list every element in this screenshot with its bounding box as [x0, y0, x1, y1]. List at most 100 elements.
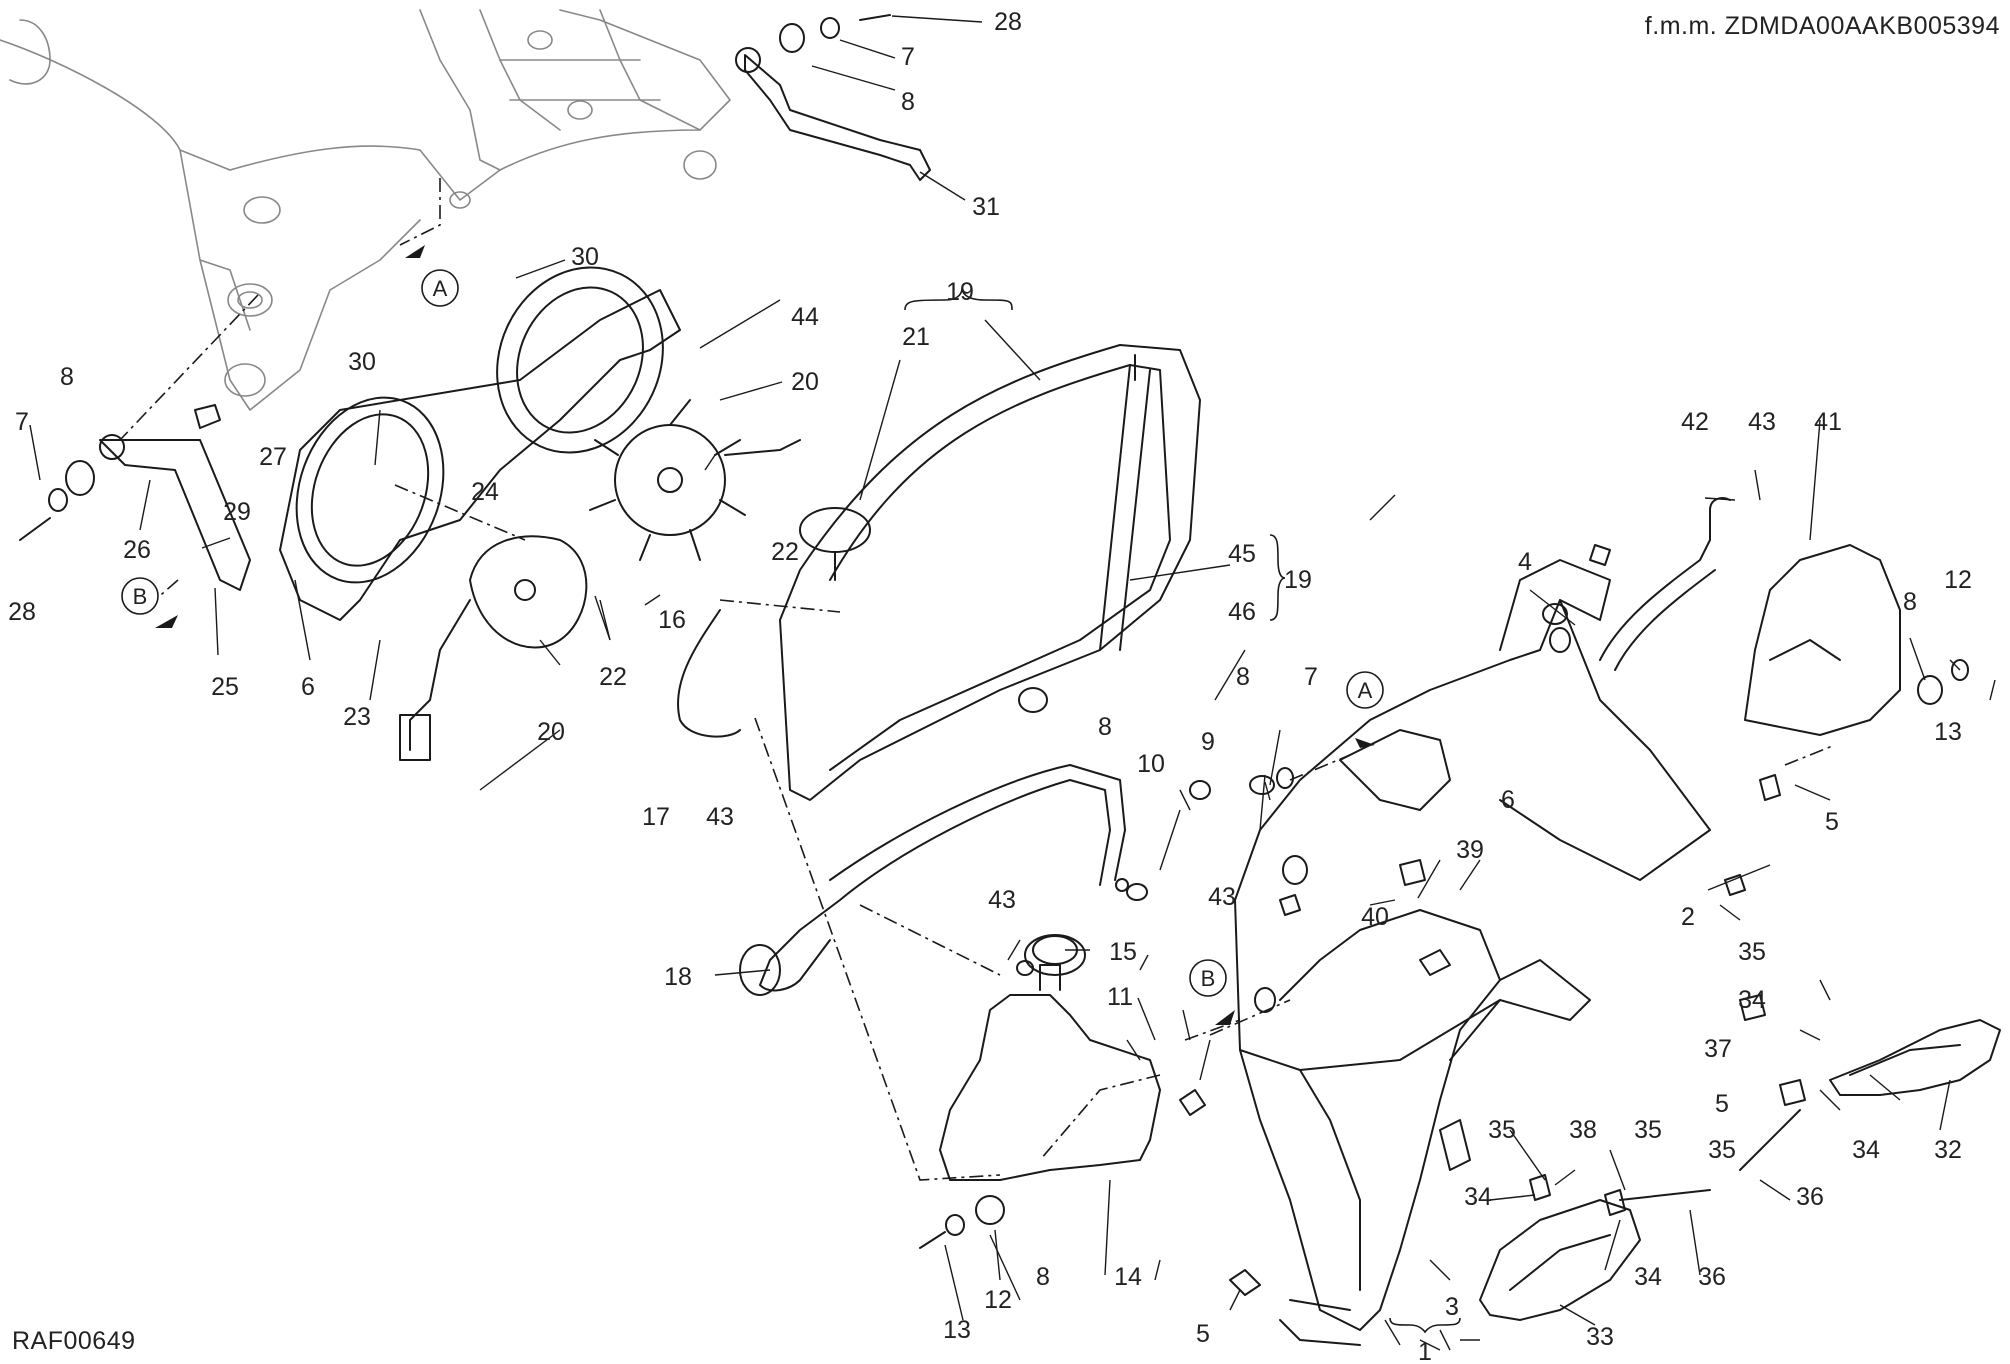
part-label: 40: [1361, 903, 1389, 931]
part-label: 6: [1501, 786, 1515, 814]
part-label: 32: [1934, 1136, 1962, 1164]
part-label: 7: [901, 43, 915, 71]
part-label: 28: [994, 8, 1022, 36]
part-label: 16: [658, 606, 686, 634]
part-label: 46: [1228, 598, 1256, 626]
part-label: 34: [1464, 1183, 1492, 1211]
reference-marker-circles: [121, 269, 1384, 997]
part-label: 8: [1903, 588, 1917, 616]
part-label: 7: [15, 408, 29, 436]
part-label: 8: [901, 88, 915, 116]
part-label: 18: [664, 963, 692, 991]
part-label: 20: [537, 718, 565, 746]
part-label: 30: [348, 348, 376, 376]
part-label: 43: [706, 803, 734, 831]
small-hardware: [1016, 544, 1806, 1296]
part-label: 19: [1284, 566, 1312, 594]
part-label: 31: [972, 193, 1000, 221]
marker-letter: A: [433, 276, 448, 301]
part-label: 34: [1852, 1136, 1880, 1164]
marker-letter: B: [1201, 966, 1216, 991]
part-label: 8: [1236, 663, 1250, 691]
arrowheads: [155, 245, 1375, 1025]
part-label: 2: [1681, 903, 1695, 931]
part-label: 37: [1704, 1035, 1732, 1063]
assembly-lines: [119, 178, 1836, 1181]
fan-20-lower: [399, 535, 588, 761]
bracket-33: [1479, 1199, 1641, 1321]
drawing-code: RAF00649: [12, 1327, 136, 1355]
part-label: 24: [471, 478, 499, 506]
part-label: 21: [902, 323, 930, 351]
hose-18: [739, 764, 1148, 996]
part-label: 22: [771, 538, 799, 566]
part-label: 1: [1418, 1338, 1432, 1364]
part-label: 26: [123, 536, 151, 564]
side-panel-41: [1599, 497, 1969, 736]
part-label: 35: [1738, 938, 1766, 966]
fan-shroud-left: [279, 266, 681, 621]
part-label: 12: [984, 1286, 1012, 1314]
part-label: 45: [1228, 540, 1256, 568]
part-label: 13: [943, 1316, 971, 1344]
marker-letter: B: [133, 584, 148, 609]
part-label: 29: [223, 498, 251, 526]
part-label: 5: [1715, 1090, 1729, 1118]
part-label: 20: [791, 368, 819, 396]
part-label: 25: [211, 673, 239, 701]
part-label: 5: [1196, 1320, 1210, 1348]
part-label: 43: [988, 886, 1016, 914]
part-label: 8: [1098, 713, 1112, 741]
part-label: 10: [1137, 750, 1165, 778]
part-label: 39: [1456, 836, 1484, 864]
part-label: 3: [1445, 1293, 1459, 1321]
part-label: 42: [1681, 408, 1709, 436]
part-label: 34: [1738, 986, 1766, 1014]
part-label: 35: [1488, 1116, 1516, 1144]
bracket-26: [19, 404, 251, 591]
part-label: 43: [1208, 883, 1236, 911]
part-label: 19: [946, 278, 974, 306]
part-label: 28: [8, 598, 36, 626]
part-label: 34: [1634, 1263, 1662, 1291]
part-label: 38: [1569, 1116, 1597, 1144]
radiator-19: [779, 344, 1201, 801]
part-label: 13: [1934, 718, 1962, 746]
part-label: 23: [343, 703, 371, 731]
part-label: 17: [642, 803, 670, 831]
part-label: 12: [1944, 566, 1972, 594]
part-label: 5: [1825, 808, 1839, 836]
part-label: 8: [1036, 1263, 1050, 1291]
part-label: 35: [1634, 1116, 1662, 1144]
part-label: 7: [1304, 663, 1318, 691]
part-label: 33: [1586, 1323, 1614, 1351]
part-label: 36: [1698, 1263, 1726, 1291]
part-label: 14: [1114, 1263, 1142, 1291]
fan-20-upper: [589, 399, 801, 561]
part-label: 36: [1796, 1183, 1824, 1211]
grouping-braces: [904, 287, 1461, 1334]
leader-lines: [29, 15, 1996, 1351]
part-label: 30: [571, 243, 599, 271]
part-label: 6: [301, 673, 315, 701]
part-label: 15: [1109, 938, 1137, 966]
part-label: 43: [1748, 408, 1776, 436]
hose-17: [677, 609, 741, 738]
part-label: 27: [259, 443, 287, 471]
reference-marker-letters: A B A B: [133, 276, 1373, 991]
part-label: 4: [1518, 548, 1532, 576]
frame-number: f.m.m. ZDMDA00AAKB005394: [1644, 12, 2000, 40]
part-number-labels: 28 7 8 31 30 44 20 21 19 30 8 7 27 24 42…: [8, 8, 1972, 1364]
part-label: 8: [60, 363, 74, 391]
expansion-tank-14: [919, 934, 1161, 1249]
marker-letter: A: [1358, 678, 1373, 703]
part-label: 41: [1814, 408, 1842, 436]
fairing-panel-1: [1234, 559, 1711, 1346]
part-label: 11: [1107, 983, 1133, 1011]
bracket-31: [735, 14, 931, 181]
part-label: 35: [1708, 1136, 1736, 1164]
bracket-32: [1829, 1019, 2001, 1096]
part-label: 44: [791, 303, 819, 331]
part-label: 9: [1201, 728, 1215, 756]
